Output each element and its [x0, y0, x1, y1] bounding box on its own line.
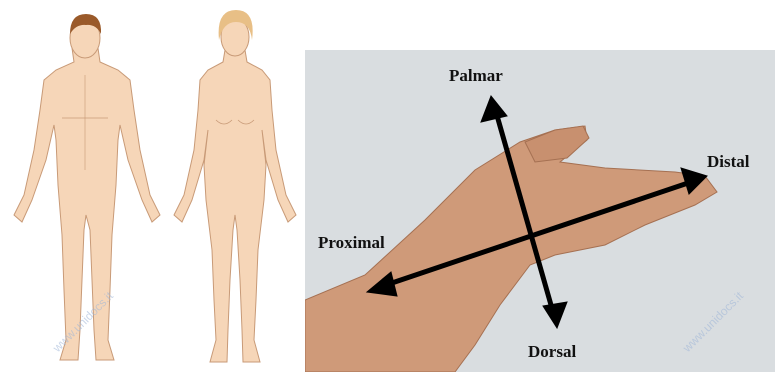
human-figures-illustration	[0, 0, 310, 372]
female-body	[174, 50, 296, 362]
female-figure	[174, 18, 296, 362]
